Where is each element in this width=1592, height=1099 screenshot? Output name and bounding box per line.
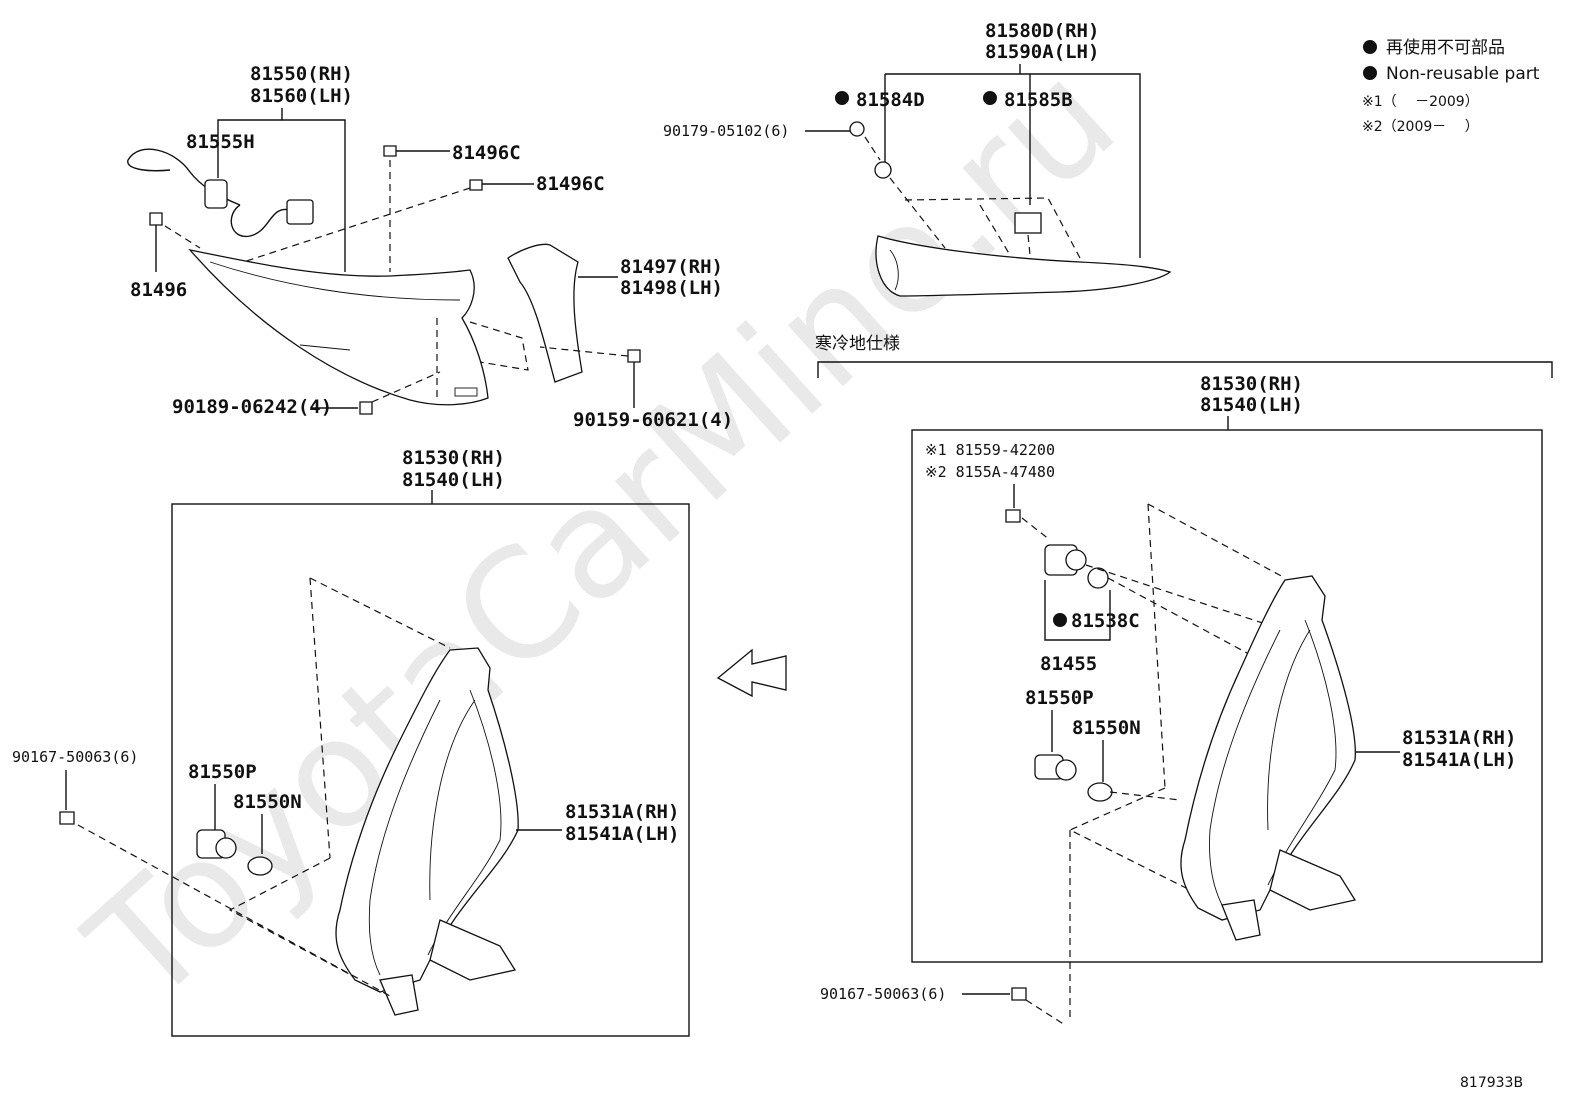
socket-icon [204, 179, 228, 209]
label-lens-right-rh: 81531A(RH) [1402, 727, 1516, 749]
tail-lamp-group: 81550(RH) 81560(LH) 81555H 81496C 81496C… [127, 63, 733, 431]
plate-icon [1014, 212, 1042, 234]
screw-icon [627, 349, 641, 363]
gasket-81497 [507, 243, 583, 383]
screw-icon [359, 401, 373, 415]
label-fog-right-lh: 81540(LH) [1200, 394, 1303, 416]
clip-icon [383, 145, 397, 157]
label-nut-90179: 90179-05102(6) [663, 122, 789, 140]
screw-icon [1005, 509, 1021, 523]
screw-icon [1011, 987, 1027, 1001]
cold-area-bracket: 寒冷地仕様 [815, 334, 1553, 378]
screw-icon [59, 811, 75, 825]
non-reusable-dot-icon [835, 91, 849, 105]
label-lens-left-lh: 81541A(LH) [565, 823, 679, 845]
tail-lamp-body [188, 248, 489, 406]
bulb-icon [1087, 782, 1113, 802]
label-bulb-81550n-left: 81550N [233, 791, 302, 813]
label-clip-81496c-a: 81496C [452, 142, 521, 164]
label-screw-90167-right: 90167-50063(6) [820, 985, 946, 1003]
legend-note-1: ※1（ －2009） [1362, 94, 1479, 110]
fog-lamp-left-box [171, 503, 690, 1037]
label-socket-81555h: 81555H [186, 131, 255, 153]
label-cold-note-1: ※1 81559-42200 [925, 441, 1055, 459]
lens-left-bracket [429, 919, 517, 981]
non-reusable-dot-icon [983, 91, 997, 105]
label-reflector-rh: 81580D(RH) [985, 20, 1099, 42]
label-lens-left-rh: 81531A(RH) [565, 801, 679, 823]
lens-right-bracket [1269, 849, 1357, 911]
diagram-id: 817933B [1460, 1075, 1523, 1091]
lens-right-tab [1221, 899, 1261, 941]
label-tail-lamp-lh: 81560(LH) [250, 85, 353, 107]
ring-icon [1087, 567, 1109, 589]
nut-icon [849, 121, 865, 137]
legend-en: Non-reusable part [1386, 64, 1540, 84]
clip-icon [469, 179, 483, 191]
label-screw-90189: 90189-06242(4) [172, 396, 332, 418]
label-screw-81496: 81496 [130, 279, 187, 301]
fog-lamp-right-group: 81530(RH) 81540(LH) ※1 81559-42200 ※2 81… [820, 373, 1543, 1026]
legend-jp: 再使用不可部品 [1386, 37, 1505, 58]
nut-icon [874, 161, 892, 179]
non-reusable-dot-icon [1363, 40, 1377, 54]
fog-lamp-right-box [911, 429, 1543, 963]
label-gasket-lh: 81498(LH) [620, 277, 723, 299]
label-fog-left-rh: 81530(RH) [402, 447, 505, 469]
arrow-left-icon [716, 648, 787, 698]
reflector-body [875, 235, 1172, 297]
non-reusable-dot-icon [1053, 613, 1067, 627]
bulb-socket-icon [215, 837, 237, 859]
label-cold-note-2: ※2 8155A-47480 [925, 463, 1055, 481]
fog-lamp-left-group: 81530(RH) 81540(LH) 81531A(RH) 81541A(LH… [12, 447, 690, 1037]
label-tail-lamp-rh: 81550(RH) [250, 63, 353, 85]
socket-icon [1065, 549, 1087, 571]
label-fog-right-rh: 81530(RH) [1200, 373, 1303, 395]
label-gasket-rh: 81497(RH) [620, 256, 723, 278]
label-plate-81585b: 81585B [1004, 89, 1073, 111]
non-reusable-dot-icon [1363, 66, 1377, 80]
legend: 再使用不可部品 Non-reusable part ※1（ －2009） ※2（… [1362, 37, 1540, 135]
label-ring-81538c: 81538C [1071, 610, 1140, 632]
bulb-icon [247, 856, 273, 876]
label-clip-81496c-b: 81496C [536, 173, 605, 195]
lens-left-tab [379, 974, 419, 1016]
label-fog-left-lh: 81540(LH) [402, 469, 505, 491]
lens-left [335, 647, 519, 993]
label-bulb-81550n-right: 81550N [1072, 717, 1141, 739]
label-reflector-lh: 81590A(LH) [985, 41, 1099, 63]
bulb-socket-icon [1055, 759, 1077, 781]
label-socket-81455: 81455 [1040, 653, 1097, 675]
label-nut-81584d: 81584D [856, 89, 925, 111]
reflector-group: 81580D(RH) 81590A(LH) 81584D 81585B 9017… [663, 20, 1172, 297]
label-screw-90167-left: 90167-50063(6) [12, 748, 138, 766]
label-screw-90159: 90159-60621(4) [573, 409, 733, 431]
label-bulb-81550p-right: 81550P [1025, 687, 1094, 709]
label-cold-area: 寒冷地仕様 [815, 334, 900, 354]
label-lens-right-lh: 81541A(LH) [1402, 749, 1516, 771]
lens-right [1180, 575, 1356, 921]
connector-icon [286, 199, 314, 225]
label-bulb-81550p-left: 81550P [188, 761, 257, 783]
screw-icon [149, 212, 163, 226]
legend-note-2: ※2（2009－ ） [1362, 119, 1479, 135]
